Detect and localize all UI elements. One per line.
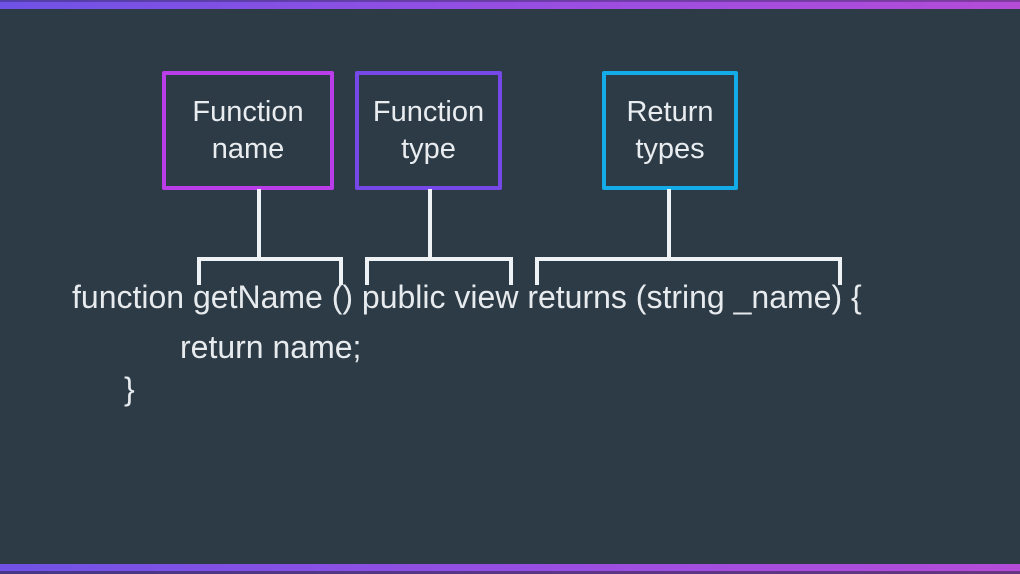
bracket-return-types — [535, 257, 842, 285]
connector-stem-return-types — [667, 189, 671, 261]
code-line-closing-brace: } — [124, 371, 135, 407]
label-box-function-name: Function name — [162, 71, 334, 190]
code-line-function-signature: function getName () public view returns … — [72, 279, 862, 315]
label-function-name-text: Function name — [192, 95, 304, 165]
label-return-types-text: Return types — [626, 95, 714, 165]
code-line-return-statement: return name; — [180, 329, 362, 365]
bracket-function-type — [365, 257, 513, 285]
connector-stem-function-type — [428, 189, 432, 261]
top-accent-bar — [0, 0, 1020, 9]
bracket-function-name — [197, 257, 343, 285]
label-box-function-type: Function type — [355, 71, 502, 190]
connector-stem-function-name — [257, 189, 261, 261]
label-function-type-text: Function type — [372, 95, 485, 165]
bottom-accent-bar — [0, 564, 1020, 574]
label-box-return-types: Return types — [602, 71, 738, 190]
